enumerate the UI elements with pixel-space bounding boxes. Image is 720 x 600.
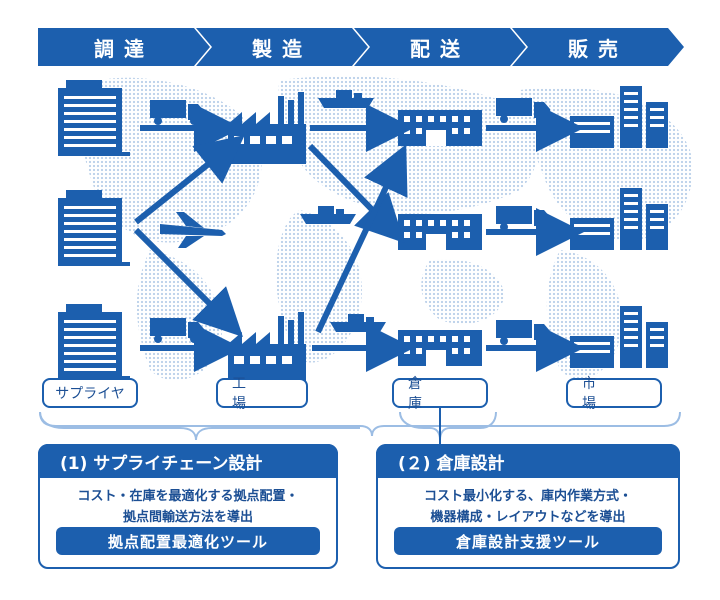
tool-desc-line: 拠点間輸送方法を導出 [122, 510, 253, 525]
process-step-delivery: 配送 [354, 28, 526, 66]
node-label-factory: 工 場 [216, 376, 308, 412]
tool-box-supply-chain: (1) サプライチェーン設計 コスト・在庫を最適化する拠点配置・ 拠点間輸送方法… [38, 444, 338, 569]
node-label-market: 市 場 [566, 376, 662, 412]
tool-box-warehouse: (２) 倉庫設計 コスト最小化する、庫内作業方式・ 機器構成・レイアウトなどを導… [376, 444, 680, 569]
base-location-optimization-tool-button[interactable]: 拠点配置最適化ツール [56, 527, 320, 555]
tool-desc-line: 機器構成・レイアウトなどを導出 [430, 510, 626, 525]
warehouse-design-support-tool-button[interactable]: 倉庫設計支援ツール [394, 527, 662, 555]
tool-title-warehouse: (２) 倉庫設計 [376, 444, 680, 478]
node-label-warehouse: 倉 庫 [392, 376, 488, 412]
process-step-manufacturing: 製造 [196, 28, 368, 66]
node-label-supplier: サプライヤ [42, 378, 138, 408]
tool-description-warehouse: コスト最小化する、庫内作業方式・ 機器構成・レイアウトなどを導出 [378, 486, 678, 528]
tool-desc-line: コスト・在庫を最適化する拠点配置・ [77, 489, 299, 504]
process-step-procurement: 調達 [38, 28, 210, 66]
tool-title-supply-chain: (1) サプライチェーン設計 [38, 444, 338, 478]
tool-description-supply-chain: コスト・在庫を最適化する拠点配置・ 拠点間輸送方法を導出 [40, 486, 336, 528]
process-step-sales: 販売 [512, 28, 684, 66]
tool-desc-line: コスト最小化する、庫内作業方式・ [423, 489, 632, 504]
